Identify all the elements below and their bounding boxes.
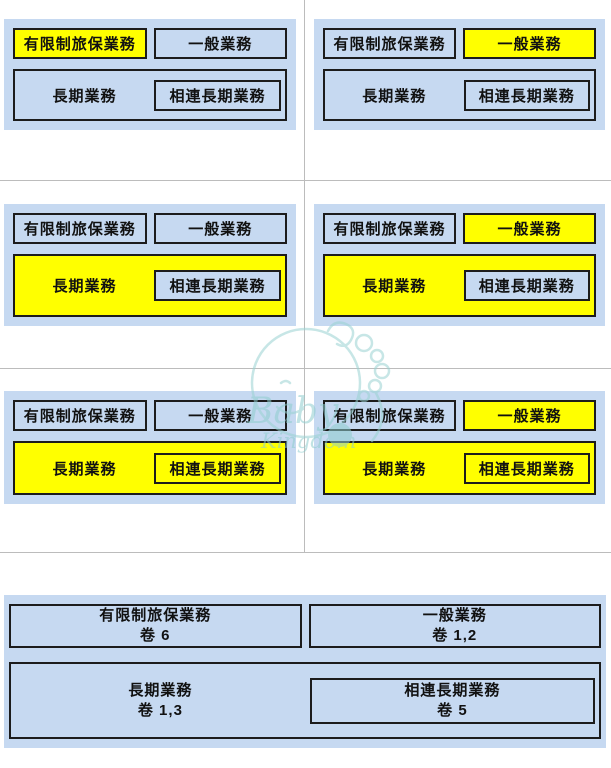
panel-6-top-row: 有限制旅保業務 一般業務 (323, 400, 596, 431)
box-label: 有限制旅保業務 (333, 221, 446, 238)
box-general-business: 一般業務 (153, 400, 287, 431)
summary-volume: 卷 1,3 (137, 701, 183, 719)
box-limited-travel-business: 有限制旅保業務 (13, 28, 147, 59)
box-label: 長期業務 (362, 87, 427, 105)
panel-1-top-row: 有限制旅保業務 一般業務 (13, 28, 287, 59)
box-linked-long-term-business: 相連長期業務 (154, 452, 281, 484)
box-long-term-business: 長期業務 相連長期業務 (323, 254, 596, 317)
summary-title: 有限制旅保業務 (99, 607, 212, 624)
summary-top-row: 有限制旅保業務 卷 6 一般業務 卷 1,2 (9, 604, 601, 648)
panel-3-top-row: 有限制旅保業務 一般業務 (13, 213, 287, 244)
summary-title: 一般業務 (422, 607, 487, 624)
panel-5: 有限制旅保業務 一般業務 長期業務 相連長期業務 (4, 391, 296, 504)
box-general-business: 一般業務 (153, 213, 287, 244)
box-limited-travel-business: 有限制旅保業務 (323, 400, 456, 431)
box-long-term-business: 長期業務 相連長期業務 (13, 441, 287, 495)
panel-1: 有限制旅保業務 一般業務 長期業務 相連長期業務 (4, 19, 296, 130)
grid-cell-6: 有限制旅保業務 一般業務 長期業務 相連長期業務 (305, 369, 611, 553)
panel-2-top-row: 有限制旅保業務 一般業務 (323, 28, 596, 59)
panel-3: 有限制旅保業務 一般業務 長期業務 相連長期業務 (4, 204, 296, 326)
box-general-business: 一般業務 (463, 400, 596, 431)
box-linked-long-term-business: 相連長期業務 (463, 270, 590, 301)
box-linked-long-term-business: 相連長期業務 (154, 79, 281, 111)
box-linked-long-term-business: 相連長期業務 (463, 79, 590, 111)
box-label: 有限制旅保業務 (333, 408, 446, 425)
box-label: 長期業務 (52, 87, 117, 105)
summary-panel: 有限制旅保業務 卷 6 一般業務 卷 1,2 長期業務 卷 1,3 相連長期業務… (4, 595, 606, 748)
summary-volume: 卷 6 (139, 627, 171, 644)
panel-6: 有限制旅保業務 一般業務 長期業務 相連長期業務 (314, 391, 605, 504)
panel-4: 有限制旅保業務 一般業務 長期業務 相連長期業務 (314, 204, 605, 326)
summary-title: 長期業務 (128, 681, 193, 699)
box-label: 一般業務 (188, 221, 253, 238)
box-label: 相連長期業務 (478, 278, 575, 295)
box-long-term-business: 長期業務 相連長期業務 (323, 441, 596, 495)
grid-cell-4: 有限制旅保業務 一般業務 長期業務 相連長期業務 (305, 181, 611, 369)
box-label: 一般業務 (188, 36, 253, 53)
box-label: 長期業務 (52, 460, 117, 478)
box-general-business: 一般業務 (463, 28, 596, 59)
panel-4-top-row: 有限制旅保業務 一般業務 (323, 213, 596, 244)
grid-cell-1: 有限制旅保業務 一般業務 長期業務 相連長期業務 (0, 0, 305, 181)
panel-2: 有限制旅保業務 一般業務 長期業務 相連長期業務 (314, 19, 605, 130)
box-linked-long-term-business: 相連長期業務 (154, 270, 281, 301)
grid-cell-3: 有限制旅保業務 一般業務 長期業務 相連長期業務 (0, 181, 305, 369)
box-label: 有限制旅保業務 (23, 221, 136, 238)
box-label: 一般業務 (497, 408, 562, 425)
summary-title: 相連長期業務 (404, 681, 501, 699)
summary-box-linked-long-term: 相連長期業務 卷 5 (309, 677, 595, 724)
box-long-term-business: 長期業務 相連長期業務 (323, 69, 596, 121)
grid-cell-2: 有限制旅保業務 一般業務 長期業務 相連長期業務 (305, 0, 611, 181)
box-label: 長期業務 (362, 460, 427, 478)
box-label: 有限制旅保業務 (23, 408, 136, 425)
box-label: 相連長期業務 (478, 460, 575, 478)
box-limited-travel-business: 有限制旅保業務 (13, 213, 147, 244)
summary-volume: 卷 1,2 (432, 627, 478, 644)
grid-cell-5: 有限制旅保業務 一般業務 長期業務 相連長期業務 (0, 369, 305, 553)
box-long-term-business: 長期業務 相連長期業務 (13, 69, 287, 121)
summary-box-general: 一般業務 卷 1,2 (308, 604, 601, 648)
box-label: 相連長期業務 (169, 87, 266, 105)
box-label: 相連長期業務 (169, 460, 266, 478)
box-label: 相連長期業務 (169, 278, 266, 295)
summary-section: 有限制旅保業務 卷 6 一般業務 卷 1,2 長期業務 卷 1,3 相連長期業務… (0, 595, 611, 768)
summary-box-long-term: 長期業務 卷 1,3 相連長期業務 卷 5 (9, 662, 601, 739)
box-general-business: 一般業務 (153, 28, 287, 59)
panel-5-top-row: 有限制旅保業務 一般業務 (13, 400, 287, 431)
panel-grid: 有限制旅保業務 一般業務 長期業務 相連長期業務 (0, 0, 611, 553)
box-label: 一般業務 (497, 36, 562, 53)
box-limited-travel-business: 有限制旅保業務 (323, 28, 456, 59)
box-label: 長期業務 (362, 278, 427, 295)
box-limited-travel-business: 有限制旅保業務 (13, 400, 147, 431)
box-label: 長期業務 (52, 278, 117, 295)
box-label: 有限制旅保業務 (333, 36, 446, 53)
box-linked-long-term-business: 相連長期業務 (463, 452, 590, 484)
box-label: 相連長期業務 (478, 87, 575, 105)
box-long-term-business: 長期業務 相連長期業務 (13, 254, 287, 317)
box-label: 一般業務 (188, 408, 253, 425)
summary-volume: 卷 5 (437, 701, 468, 719)
summary-box-limited-travel: 有限制旅保業務 卷 6 (9, 604, 302, 648)
box-label: 一般業務 (497, 221, 562, 238)
box-general-business: 一般業務 (463, 213, 596, 244)
box-label: 有限制旅保業務 (23, 36, 136, 53)
box-limited-travel-business: 有限制旅保業務 (323, 213, 456, 244)
summary-long-term-label: 長期業務 卷 1,3 (11, 681, 310, 721)
